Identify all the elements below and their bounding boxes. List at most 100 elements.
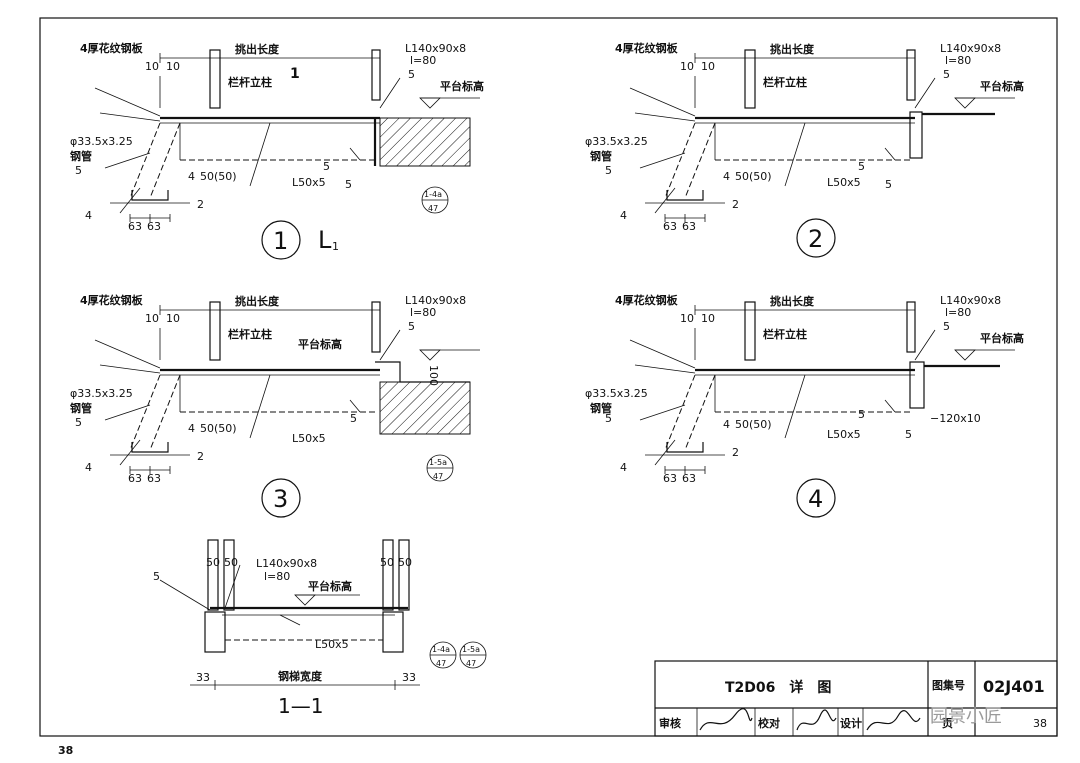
ref-bottom-a: 47 <box>436 659 446 668</box>
dim-63-a: 63 <box>128 472 142 485</box>
weld-5-top-label: 5 <box>943 320 950 333</box>
weld-5-top-label: 5 <box>943 68 950 81</box>
dim-63-a: 63 <box>663 220 677 233</box>
ten-label-a: 10 <box>680 60 694 73</box>
weld-5-bot-label: 5 <box>905 428 912 441</box>
title-block: T2D06 详 图 图集号 02J401 审核 校对 设计 页 38 <box>654 660 1058 737</box>
plate-label: 4厚花纹钢板 <box>80 293 144 307</box>
angle-len-label: l=80 <box>410 54 436 67</box>
hundred-label: 100 <box>427 365 440 386</box>
weld-5-label: 5 <box>605 164 612 177</box>
two-label: 2 <box>732 198 739 211</box>
ten-label-b: 10 <box>701 312 715 325</box>
angle-big-label: L140x90x8 <box>405 294 466 307</box>
detail-1: 4厚花纹钢板 挑出长度 L140x90x8 l=80 栏杆立柱 平台标高 φ33… <box>70 41 484 260</box>
angle-len-label: l=80 <box>945 306 971 319</box>
signature-check <box>796 709 837 731</box>
detail-3: 4厚花纹钢板 挑出长度 L140x90x8 l=80 栏杆立柱 平台标高 φ33… <box>70 293 482 518</box>
detail-number: 3 <box>273 485 288 513</box>
plate-label: 4厚花纹钢板 <box>615 41 679 55</box>
watermark: 园景小匠 <box>930 706 1002 727</box>
section-cut-mark: 1 <box>290 66 300 82</box>
weld-5-mid-label: 5 <box>858 160 865 173</box>
pipe-label-2: 钢管 <box>70 149 92 163</box>
weld-label: 4 <box>723 170 730 183</box>
two-label: 2 <box>732 446 739 459</box>
angle-len-label: l=80 <box>945 54 971 67</box>
ref-bottom-b: 47 <box>466 659 476 668</box>
ten-label-b: 10 <box>166 60 180 73</box>
dim-50-a: 50 <box>206 556 220 569</box>
ref-bottom: 47 <box>433 472 443 481</box>
plate-120-label: −120x10 <box>930 412 981 425</box>
pipe-label: φ33.5x3.25 <box>70 135 133 148</box>
pipe-label-2: 钢管 <box>590 149 612 163</box>
weld-spacing-label: 50(50) <box>200 422 237 435</box>
ref-top-a: 1-4a <box>432 645 450 654</box>
signature-review <box>699 708 753 731</box>
weld-5-bot-label: 5 <box>345 178 352 191</box>
weld-5-label: 5 <box>75 164 82 177</box>
post-label: 栏杆立柱 <box>228 327 272 341</box>
angle-len-label: l=80 <box>264 570 290 583</box>
ten-label-b: 10 <box>166 312 180 325</box>
weld-5-label: 5 <box>75 416 82 429</box>
weld-5-mid-label: 5 <box>323 160 330 173</box>
weld-5-top-label: 5 <box>408 320 415 333</box>
weld-5-label: 5 <box>605 412 612 425</box>
detail-4: 4厚花纹钢板 挑出长度 L140x90x8 l=80 栏杆立柱 平台标高 φ33… <box>585 293 1024 518</box>
post-label: 栏杆立柱 <box>228 75 272 89</box>
channel-beam <box>909 361 925 409</box>
weld-4-label: 4 <box>85 209 92 222</box>
weld-5-mid-label: 5 <box>858 408 865 421</box>
wall-hatch <box>379 117 471 167</box>
detail-number-circle <box>796 478 836 518</box>
section-cut-letter: L <box>318 226 332 254</box>
plate-label: 4厚花纹钢板 <box>615 293 679 307</box>
overhang-label: 挑出长度 <box>235 294 280 308</box>
weld-4-label: 4 <box>620 461 627 474</box>
dim-50-b: 50 <box>224 556 238 569</box>
overhang-label: 挑出长度 <box>770 294 815 308</box>
section-title: 1—1 <box>278 694 323 718</box>
pipe-label-2: 钢管 <box>70 401 92 415</box>
dim-33-b: 33 <box>402 671 416 684</box>
section-cut-sub: 1 <box>332 240 339 253</box>
platform-label: 平台标高 <box>298 337 342 351</box>
platform-label: 平台标高 <box>440 79 484 93</box>
pipe-label-2: 钢管 <box>590 401 612 415</box>
ref-bottom: 47 <box>428 204 438 213</box>
weld-label: 4 <box>723 418 730 431</box>
design-label: 设计 <box>840 716 862 730</box>
platform-label: 平台标高 <box>980 331 1024 345</box>
stair-width-label: 钢梯宽度 <box>278 669 323 683</box>
two-label: 2 <box>197 450 204 463</box>
angle-len-label: l=80 <box>410 306 436 319</box>
ref-top: 1-4a <box>424 190 442 199</box>
weld-label: 4 <box>188 422 195 435</box>
platform-label: 平台标高 <box>308 579 352 593</box>
ten-label-a: 10 <box>145 312 159 325</box>
small-angle-label: L50x5 <box>827 428 861 441</box>
weld-spacing-label: 50(50) <box>735 170 772 183</box>
weld-spacing-label: 50(50) <box>200 170 237 183</box>
weld-label: 4 <box>188 170 195 183</box>
post-label: 栏杆立柱 <box>763 75 807 89</box>
dim-63-b: 63 <box>682 472 696 485</box>
small-angle-label: L50x5 <box>315 638 349 651</box>
section-1-1: 50 50 50 50 L140x90x8 l=80 平台标高 L50x5 5 … <box>153 539 487 718</box>
weld-5-bot-label: 5 <box>885 178 892 191</box>
wall-hatch <box>379 381 471 435</box>
page-number: 38 <box>58 744 73 757</box>
dim-50-d: 50 <box>398 556 412 569</box>
small-angle-label: L50x5 <box>292 432 326 445</box>
atlas-number: 02J401 <box>983 677 1045 696</box>
ten-label-b: 10 <box>701 60 715 73</box>
small-angle-label: L50x5 <box>827 176 861 189</box>
ref-top-b: 1-5a <box>462 645 480 654</box>
angle-big-label: L140x90x8 <box>405 42 466 55</box>
angle-big-label: L140x90x8 <box>940 42 1001 55</box>
small-angle-label: L50x5 <box>292 176 326 189</box>
atlas-label: 图集号 <box>932 678 965 692</box>
overhang-label: 挑出长度 <box>770 42 815 56</box>
